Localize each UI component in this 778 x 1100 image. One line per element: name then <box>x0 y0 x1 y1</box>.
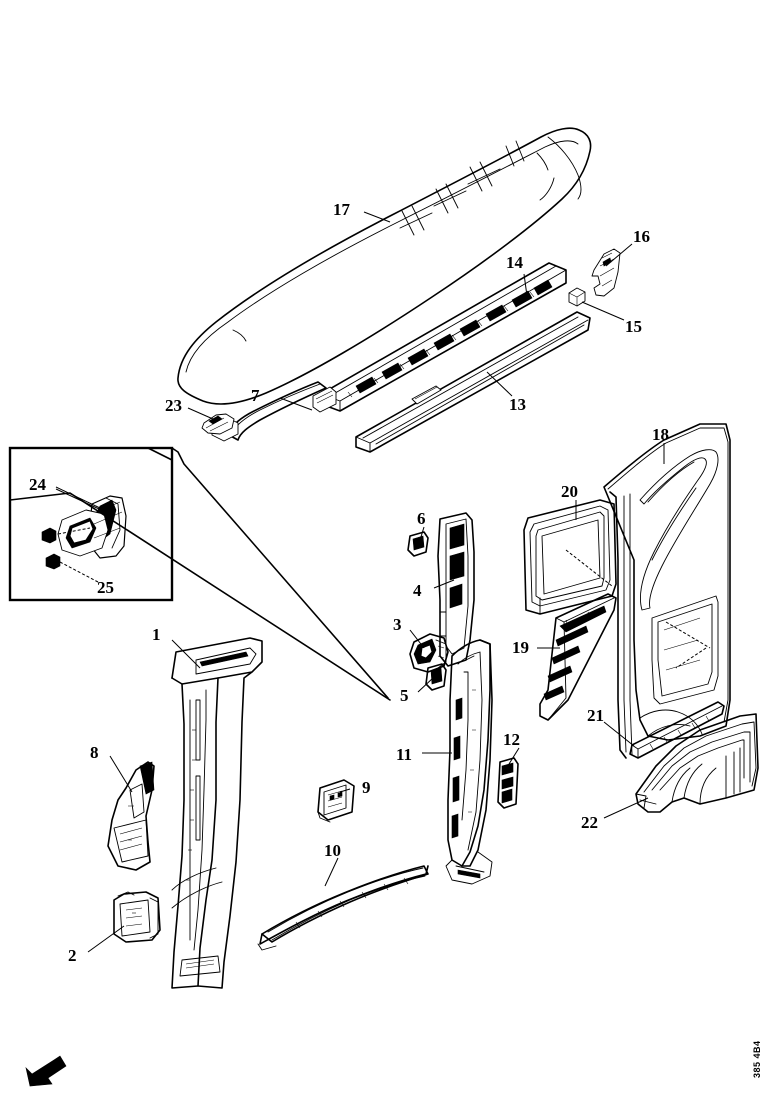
inset-connector-leader <box>9 447 391 701</box>
callout-12: 12 <box>503 730 520 749</box>
part-sill-trim-strip[interactable] <box>629 701 725 759</box>
part-striker-reinforcement[interactable] <box>497 757 519 809</box>
callout-2: 2 <box>68 946 77 965</box>
callout-17: 17 <box>333 200 351 219</box>
part-front-pillar-a-inner[interactable] <box>171 637 263 989</box>
callout-8: 8 <box>90 743 99 762</box>
callout-7: 7 <box>251 386 260 405</box>
page-code: 385 4B4 <box>752 1040 762 1078</box>
part-rear-rail-bracket[interactable] <box>591 248 621 297</box>
callout-15: 15 <box>625 317 642 336</box>
callout-numbers: 1 2 3 4 5 6 7 8 9 10 11 12 13 14 15 16 1… <box>29 200 669 965</box>
part-roof-side-rail-inner[interactable] <box>312 262 567 413</box>
part-center-pillar-inner[interactable] <box>445 639 493 885</box>
part-center-pillar-upper-reinforcement[interactable] <box>437 512 475 667</box>
callout-1: 1 <box>152 625 161 644</box>
callout-19: 19 <box>512 638 529 657</box>
callout-leader-lines <box>87 211 665 953</box>
detail-inset-box[interactable] <box>8 446 174 602</box>
callout-23: 23 <box>165 396 182 415</box>
callout-16: 16 <box>633 227 650 246</box>
callout-22: 22 <box>581 813 598 832</box>
callout-9: 9 <box>362 778 371 797</box>
callout-18: 18 <box>652 425 669 444</box>
callout-6: 6 <box>417 509 426 528</box>
callout-13: 13 <box>509 395 526 414</box>
part-roof-panel[interactable] <box>177 127 592 405</box>
callout-3: 3 <box>393 615 402 634</box>
part-door-latch-assembly[interactable] <box>57 495 127 559</box>
callout-25: 25 <box>97 578 114 597</box>
part-latch-bolt[interactable] <box>41 527 61 570</box>
part-roof-rail-front-bracket[interactable] <box>201 413 235 435</box>
part-pillar-clip-upper[interactable] <box>407 531 429 557</box>
part-front-pillar-hinge-bracket[interactable] <box>113 891 161 943</box>
callout-20: 20 <box>561 482 578 501</box>
callout-10: 10 <box>324 841 341 860</box>
part-rear-wheel-arch-inner[interactable] <box>635 713 759 813</box>
part-window-frame-reinforcement[interactable] <box>539 593 617 721</box>
part-front-pillar-lower-reinforcement[interactable] <box>107 761 155 871</box>
callout-24: 24 <box>29 475 47 494</box>
callout-11: 11 <box>396 745 412 764</box>
callout-14: 14 <box>506 253 524 272</box>
forward-direction-arrow-icon <box>25 1055 67 1087</box>
part-rocker-panel-reinforcement[interactable] <box>257 865 429 951</box>
callout-21: 21 <box>587 706 604 725</box>
part-rail-nut[interactable] <box>568 287 586 307</box>
callout-4: 4 <box>413 581 422 600</box>
callout-5: 5 <box>400 686 409 705</box>
part-roof-drip-rail[interactable] <box>355 311 591 453</box>
part-body-side-outer-panel[interactable] <box>603 423 731 759</box>
part-small-bracket[interactable] <box>317 779 355 823</box>
